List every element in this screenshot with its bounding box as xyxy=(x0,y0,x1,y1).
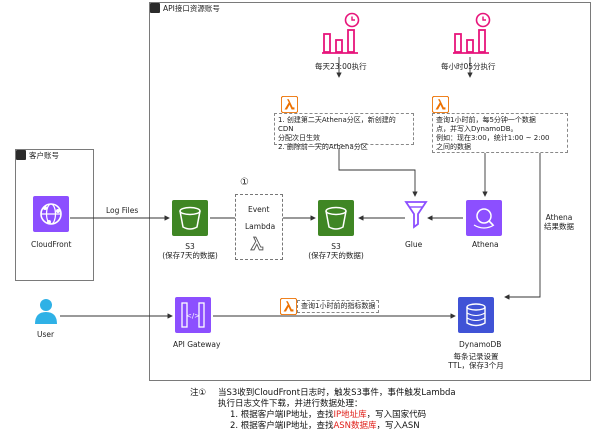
schedule-daily-label: 每天23:00执行 xyxy=(315,62,367,71)
svg-text:</>: </> xyxy=(186,312,200,320)
footnote-item1-pre: 1. 根据客户端IP地址，查找 xyxy=(230,410,334,420)
dynamodb-node[interactable] xyxy=(458,297,494,333)
s3-a-name: S3 xyxy=(185,242,195,251)
footnote-item2-post: ，写入ASN xyxy=(376,421,420,431)
cloudfront-label: CloudFront xyxy=(31,240,72,249)
lambda2-note-line4: 之间的数据 xyxy=(436,143,471,151)
s3-b-retention: (保存7天的数据) xyxy=(308,251,364,260)
customer-account-title: 客户账号 xyxy=(29,150,59,160)
lambda2-note-line2: 点，并写入DynamoDB。 xyxy=(436,125,518,133)
api-gateway-node[interactable]: </> xyxy=(175,297,211,333)
s3-bucket-icon xyxy=(325,206,347,230)
s3-bucket-a-node[interactable] xyxy=(172,200,208,236)
customer-account-tab: 客户账号 xyxy=(15,149,63,161)
athena-result-label: Athena 结果数据 xyxy=(544,213,574,231)
api-gateway-icon: </> xyxy=(181,302,205,328)
s3-b-name: S3 xyxy=(331,242,341,251)
footnote-item2-pre: 2. 根据客户端IP地址，查找 xyxy=(230,421,334,431)
api-account-box: API接口资源账号 xyxy=(149,2,591,381)
footnote-item2-highlight: ASN数据库 xyxy=(333,421,377,431)
footnote-item1: 1. 根据客户端IP地址，查找IP地址库，写入国家代码 xyxy=(230,410,426,421)
lambda-outline-icon xyxy=(250,236,264,251)
schedule-daily-icon[interactable] xyxy=(322,12,362,56)
s3-bucket-icon xyxy=(179,206,201,230)
schedule-hourly-icon[interactable] xyxy=(453,12,493,56)
footnote-item1-highlight: IP地址库 xyxy=(333,410,367,420)
api-gateway-label: API Gateway xyxy=(173,340,221,349)
lambda-icon[interactable] xyxy=(281,96,298,113)
lambda2-note-line3: 例如：现在3:00，统计1:00 ~ 2:00 xyxy=(436,134,550,142)
footnote-line2: 执行日志文件下载，并进行数据处理： xyxy=(218,399,363,409)
api-account-tab: API接口资源账号 xyxy=(149,2,224,14)
dynamodb-label: DynamoDB xyxy=(459,340,502,349)
s3-bucket-b-node[interactable] xyxy=(318,200,354,236)
edge-lambda1-glue xyxy=(338,148,418,197)
s3-a-label: S3 (保存7天的数据) xyxy=(160,242,220,260)
event-lambda-label: Lambda xyxy=(245,222,276,231)
lambda2-note-line1: 查询1小时前，每5分钟一个数据 xyxy=(436,116,536,124)
lambda3-note: 查询1小时前的指标数据 xyxy=(297,300,380,313)
lambda1-note: 1. 创建第二天Athena分区，新创建的CDN 分配次日生效 2. 删除前一天… xyxy=(274,113,414,151)
athena-result-line2: 结果数据 xyxy=(544,222,574,231)
cloudfront-node[interactable] xyxy=(33,196,69,232)
api-account-title: API接口资源账号 xyxy=(163,3,220,13)
lambda1-note-line2: 分配次日生效 xyxy=(278,134,320,142)
event-marker: ① xyxy=(240,177,249,188)
edge-athena-dynamodb xyxy=(497,147,541,300)
dynamodb-ttl-line2: TTL，保存3个月 xyxy=(448,361,504,370)
user-label: User xyxy=(37,330,55,339)
lambda-icon[interactable] xyxy=(432,96,449,113)
event-label: Event xyxy=(248,205,270,214)
dynamodb-ttl-line1: 每条记录设置 xyxy=(453,352,499,361)
athena-result-line1: Athena xyxy=(545,213,573,222)
account-icon xyxy=(16,150,26,160)
user-icon[interactable] xyxy=(34,298,58,324)
athena-label: Athena xyxy=(472,240,499,249)
lambda1-note-line1: 1. 创建第二天Athena分区，新创建的CDN xyxy=(278,116,396,133)
lambda2-note: 查询1小时前，每5分钟一个数据 点，并写入DynamoDB。 例如：现在3:00… xyxy=(432,113,568,153)
glue-label: Glue xyxy=(405,240,423,249)
glue-node[interactable] xyxy=(404,200,428,230)
lambda1-note-line3: 2. 删除前一天的Athena分区 xyxy=(278,143,368,151)
dynamodb-ttl-note: 每条记录设置 TTL，保存3个月 xyxy=(446,352,506,370)
dynamodb-icon xyxy=(466,303,486,327)
athena-node[interactable] xyxy=(466,200,502,236)
schedule-hourly-label: 每小时05分执行 xyxy=(441,62,496,71)
account-icon xyxy=(150,3,160,13)
footnote-item1-post: ，写入国家代码 xyxy=(366,410,427,420)
footnote-line1: 当S3收到CloudFront日志时，触发S3事件，事件触发Lambda xyxy=(218,388,456,398)
s3-b-label: S3 (保存7天的数据) xyxy=(306,242,366,260)
cloudfront-icon xyxy=(40,203,62,225)
footnote-item2: 2. 根据客户端IP地址，查找ASN数据库，写入ASN xyxy=(230,421,420,432)
s3-a-retention: (保存7天的数据) xyxy=(162,251,218,260)
athena-icon xyxy=(473,208,495,229)
log-files-label: Log Files xyxy=(106,206,139,215)
footnote-marker: 注① xyxy=(190,388,207,398)
lambda-icon[interactable] xyxy=(280,298,297,315)
